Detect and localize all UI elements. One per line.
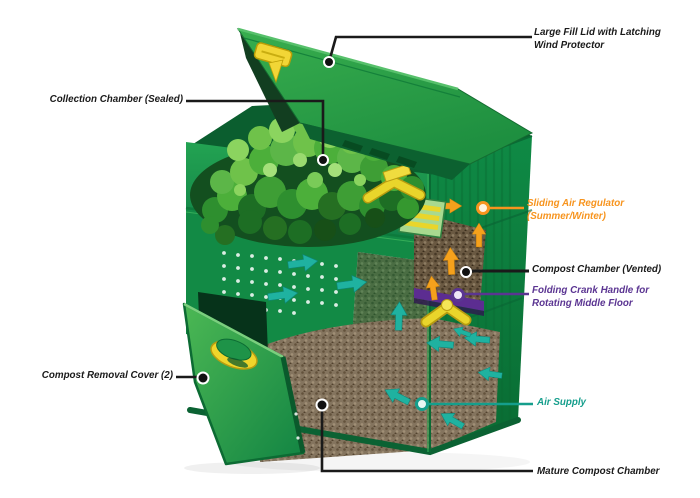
green-waste	[190, 111, 426, 247]
lid-hinge	[302, 123, 470, 180]
label-compost-chamber: Compost Chamber (Vented)	[532, 264, 662, 275]
latch-arrow-icon	[268, 59, 284, 84]
mature-compost	[252, 318, 500, 462]
label-sliding-air-regulator: Sliding Air Regulator (Summer/Winter)	[527, 198, 625, 222]
upper-crank-handle	[362, 163, 426, 204]
label-large-fill-lid: Large Fill Lid with Latching Wind Protec…	[534, 27, 661, 51]
fill-lid	[236, 27, 534, 180]
label-compost-removal-cover: Compost Removal Cover (2)	[41, 370, 173, 381]
label-folding-crank-handle: Folding Crank Handle for Rotating Middle…	[532, 285, 650, 309]
folding-crank-handle	[420, 299, 472, 328]
label-air-supply: Air Supply	[537, 397, 586, 408]
leader-lines	[176, 35, 533, 473]
vent-holes	[222, 251, 338, 315]
label-mature-compost-chamber: Mature Compost Chamber	[537, 466, 660, 477]
compost-removal-cover	[182, 302, 306, 466]
door-handle	[210, 338, 258, 370]
compost-behind-panel	[352, 252, 430, 338]
label-collection-chamber: Collection Chamber (Sealed)	[49, 94, 183, 105]
